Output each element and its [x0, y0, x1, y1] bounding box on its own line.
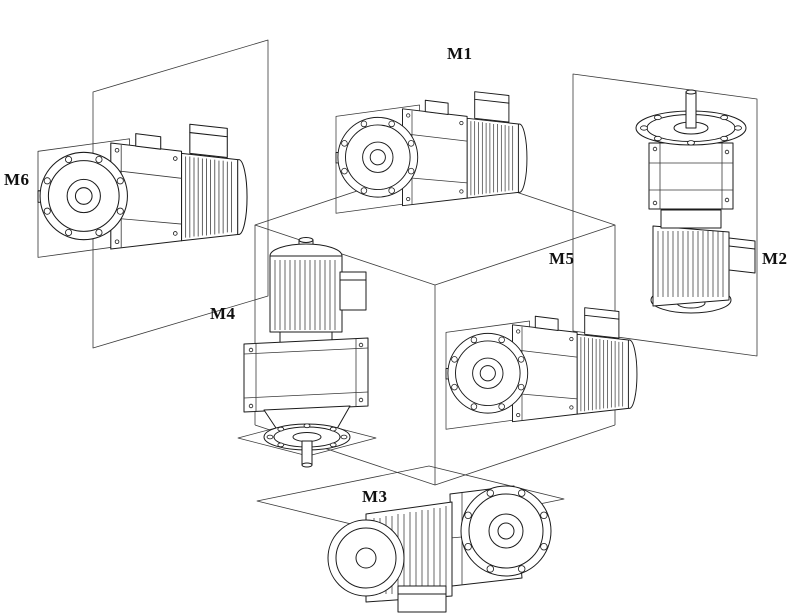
m3-terminal-box: [397, 585, 447, 613]
label-m5: M5: [549, 249, 575, 268]
gearmotor-m4-drawing: [243, 237, 369, 468]
label-m2: M2: [762, 249, 788, 268]
m2-shaft: [685, 91, 697, 129]
m3-fan-cover: [327, 519, 405, 597]
gearmotor-m5-drawing: [445, 307, 638, 430]
label-m4: M4: [210, 304, 236, 323]
m4-terminal-box: [339, 271, 367, 311]
m2-terminal-box: [728, 237, 756, 274]
label-m6: M6: [4, 170, 30, 189]
mounting-plane-m6: [92, 39, 269, 349]
label-m3: M3: [362, 487, 388, 506]
gearmotor-m2-drawing: [635, 89, 756, 314]
gearmotor-m6-drawing: [37, 123, 248, 258]
gearmotor-m3-drawing: [327, 485, 552, 613]
mounting-plane-m3: [256, 465, 565, 535]
m4-shaft: [301, 440, 313, 466]
gearmotor-m1-drawing: [335, 91, 528, 214]
m2-gearbox: [648, 142, 734, 210]
label-m1: M1: [447, 44, 473, 63]
